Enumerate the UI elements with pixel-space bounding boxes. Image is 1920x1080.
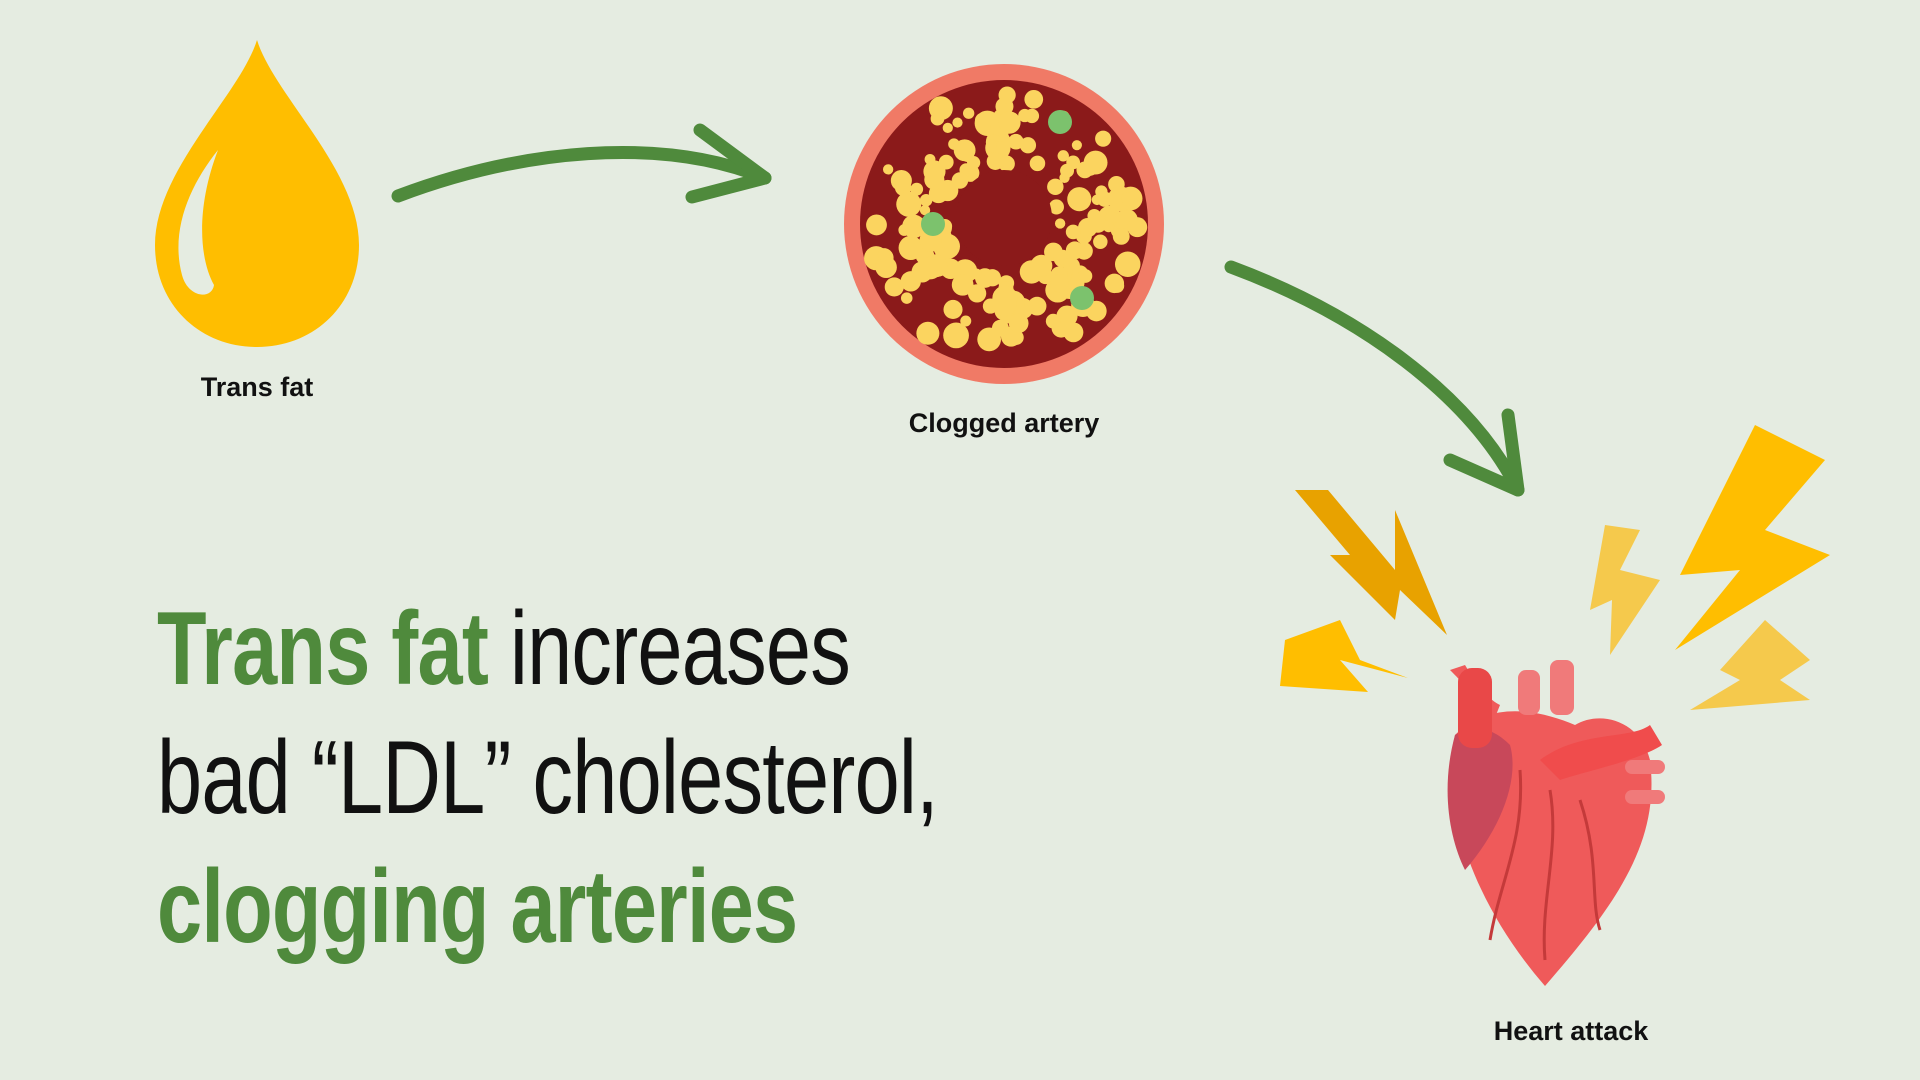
plaque-blob <box>1121 192 1135 206</box>
plaque-blob <box>1065 224 1081 240</box>
plaque-blob <box>1008 133 1024 150</box>
plaque-blob <box>919 204 931 216</box>
heart-icon <box>1447 660 1665 986</box>
plaque-blob <box>919 256 942 280</box>
plaque-blob <box>1029 155 1046 172</box>
plaque-blob <box>942 122 953 133</box>
plaque-blob <box>951 273 974 296</box>
plaque-blob <box>1095 185 1108 198</box>
plaque-blob <box>1077 270 1089 282</box>
plaque-blob <box>1024 89 1044 109</box>
plaque-blob <box>896 191 922 217</box>
plaque-blob <box>1095 130 1112 147</box>
plaque-blob <box>967 284 987 303</box>
trans-fat-label: Trans fat <box>200 372 314 402</box>
plaque-blob <box>875 256 897 279</box>
arrow-icon <box>391 123 772 204</box>
plaque-blob <box>1057 150 1069 162</box>
plaque-blob <box>1060 163 1075 178</box>
plaque-blob <box>998 86 1016 104</box>
plaque-blob <box>1045 313 1061 329</box>
plaque-blob <box>1127 217 1148 238</box>
plaque-blob <box>924 169 945 190</box>
plaque-blob <box>938 154 954 170</box>
arrow-icon <box>1224 260 1525 497</box>
headline-highlight: clogging arteries <box>157 849 798 965</box>
plaque-blob <box>998 155 1015 172</box>
plaque-blob <box>904 216 923 236</box>
plaque-blob <box>1008 313 1029 334</box>
plaque-blob <box>998 111 1021 134</box>
plaque-blob <box>898 235 923 261</box>
plaque-blob <box>1030 254 1053 277</box>
plaque-blob <box>943 322 969 349</box>
plaque-blob <box>1114 251 1141 278</box>
plaque-blob <box>877 248 890 261</box>
plaque-blob <box>983 269 1002 287</box>
plaque-blob <box>991 291 1017 317</box>
headline-text: bad “LDL” cholesterol, <box>157 720 939 836</box>
plaque-blob <box>890 169 912 192</box>
plaque-blob <box>1071 140 1082 151</box>
plaque-blob <box>986 139 997 150</box>
plaque-blob <box>953 139 976 162</box>
headline-text: increases <box>488 591 851 707</box>
lightning-bolt-icon <box>1280 425 1830 710</box>
headline-highlight: Trans fat <box>157 591 489 707</box>
plaque-blob <box>962 107 975 119</box>
plaque-blob <box>1048 199 1064 215</box>
clogged-artery-icon <box>844 64 1164 384</box>
plaque-blob <box>900 292 913 304</box>
plaque-blob <box>1083 150 1108 175</box>
oil-drop-icon <box>155 40 359 347</box>
plaque-blob <box>1093 234 1108 249</box>
plaque-blob <box>1065 241 1084 260</box>
plaque-blob <box>928 96 953 121</box>
plaque-blob <box>919 194 933 207</box>
plaque-blob <box>910 182 924 196</box>
plaque-blob <box>1067 187 1092 212</box>
plaque-blob <box>1089 215 1107 233</box>
plaque-blob <box>960 315 972 327</box>
plaque-blob <box>1054 218 1066 229</box>
plaque-blob <box>916 321 940 345</box>
plaque-blob <box>1112 227 1130 245</box>
plaque-blob <box>882 164 894 175</box>
plaque-blob <box>1110 279 1125 293</box>
plaque-blob <box>884 277 904 297</box>
plaque-blob <box>866 214 887 236</box>
clogged-artery-label: Clogged artery <box>908 408 1100 438</box>
plaque-blob <box>1018 108 1032 123</box>
plaque-blob <box>1019 137 1037 154</box>
plaque-blob <box>970 268 982 280</box>
plaque-blob <box>952 117 963 128</box>
plaque-blob <box>943 299 963 320</box>
plaque-blob <box>1047 178 1064 196</box>
headline: Trans fat increases bad “LDL” cholestero… <box>157 585 939 972</box>
plaque-blob <box>1102 220 1115 233</box>
heart-attack-label: Heart attack <box>1493 1016 1649 1046</box>
plaque-blob <box>924 153 936 165</box>
plaque-blob <box>1050 274 1069 293</box>
